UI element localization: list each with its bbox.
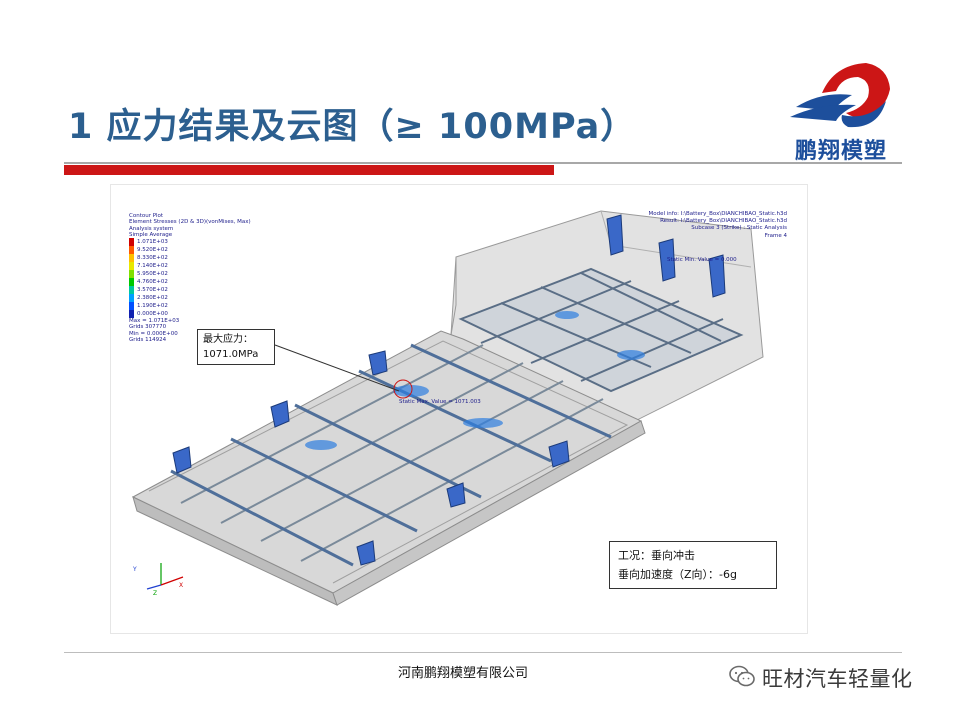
- legend-swatch: [129, 270, 134, 279]
- watermark-text: 旺材汽车轻量化: [762, 667, 913, 691]
- load-condition-line-2: 垂向加速度（Z向）：-6g: [618, 568, 737, 581]
- legend-footer-4: Grids 114924: [129, 337, 167, 344]
- legend-value: 2.380E+02: [137, 295, 168, 302]
- legend-footer-3: Min = 0.000E+00: [129, 330, 178, 337]
- static-min-label: Static Min. Value = 0.000: [667, 257, 737, 263]
- wechat-icon: [729, 665, 755, 687]
- legend-swatch: [129, 246, 134, 255]
- legend-swatch: [129, 302, 134, 311]
- slide-title: 1 应力结果及云图（≥ 100MPa）: [68, 107, 637, 147]
- eagle-logo-icon: [790, 63, 890, 128]
- legend-header-1: Contour Plot: [129, 213, 164, 219]
- legend-value: 1.071E+03: [137, 239, 168, 246]
- legend-value: 5.950E+02: [137, 271, 168, 278]
- legend-level: 7.140E+02: [129, 262, 251, 271]
- legend-value: 7.140E+02: [137, 263, 168, 270]
- load-condition-box: 工况：垂向冲击 垂向加速度（Z向）：-6g: [609, 541, 777, 589]
- legend-swatch: [129, 238, 134, 247]
- legend-header-4: Simple Average: [129, 231, 173, 238]
- legend-swatch: [129, 278, 134, 287]
- legend-level: 3.570E+02: [129, 286, 251, 295]
- static-max-label: Static Max. Value = 1071.003: [399, 399, 481, 405]
- legend-value: 3.570E+02: [137, 287, 168, 294]
- model-info: Model info: I:\Battery_Box\DIANCHIBAO_St…: [649, 211, 788, 240]
- legend-level: 2.380E+02: [129, 294, 251, 303]
- model-info-line-4: Frame 4: [764, 232, 787, 239]
- legend-level: 0.000E+00: [129, 310, 251, 319]
- model-info-line-3: Subcase 3 (Strike) : Static Analysis: [691, 225, 787, 232]
- stress-contour-figure: Contour Plot Element Stresses (2D & 3D)(…: [110, 184, 808, 634]
- max-stress-value: 1071.0MPa: [203, 349, 259, 360]
- legend-swatch: [129, 310, 134, 319]
- legend-level: 9.520E+02: [129, 246, 251, 255]
- legend-level: 5.950E+02: [129, 270, 251, 279]
- max-stress-callout: 最大应力： 1071.0MPa: [197, 329, 275, 365]
- legend-level: 1.071E+03: [129, 238, 251, 247]
- legend-swatch: [129, 262, 134, 271]
- load-condition-line-1: 工况：垂向冲击: [618, 549, 695, 562]
- legend-swatch: [129, 254, 134, 263]
- legend-level: 1.190E+02: [129, 302, 251, 311]
- company-name: 河南鹏翔模塑有限公司: [398, 666, 529, 681]
- axis-label-x: X: [179, 582, 183, 589]
- axis-label-z: Z: [153, 590, 157, 595]
- legend-value: 8.330E+02: [137, 255, 168, 262]
- model-info-line-2: Result: I:\Battery_Box\DIANCHIBAO_Static…: [660, 218, 787, 225]
- logo-text: 鹏翔模塑: [794, 139, 887, 164]
- legend-value: 9.520E+02: [137, 247, 168, 254]
- footer-rule: [64, 652, 902, 653]
- legend-header-3: Analysis system: [129, 225, 174, 232]
- legend-value: 4.760E+02: [137, 279, 168, 286]
- axis-label-y: Y: [132, 566, 137, 573]
- title-rule-gray: [64, 162, 902, 164]
- model-info-line-1: Model info: I:\Battery_Box\DIANCHIBAO_St…: [648, 211, 788, 217]
- max-stress-label: 最大应力：: [203, 334, 253, 345]
- legend-value: 0.000E+00: [137, 311, 168, 318]
- legend-level: 8.330E+02: [129, 254, 251, 263]
- legend-swatch: [129, 286, 134, 295]
- legend-value: 1.190E+02: [137, 303, 168, 310]
- legend-swatch: [129, 294, 134, 303]
- contour-legend: Contour Plot Element Stresses (2D & 3D)(…: [129, 213, 251, 343]
- battery-box-model: [131, 210, 764, 606]
- title-rule-red: [64, 165, 554, 175]
- axis-triad-icon: Y Z X: [132, 563, 184, 595]
- legend-level: 4.760E+02: [129, 278, 251, 287]
- legend-footer-1: Max = 1.071E+03: [129, 318, 180, 325]
- legend-header-2: Element Stresses (2D & 3D)(vonMises, Max…: [129, 219, 251, 226]
- legend-footer-2: Grids 307770: [129, 324, 167, 331]
